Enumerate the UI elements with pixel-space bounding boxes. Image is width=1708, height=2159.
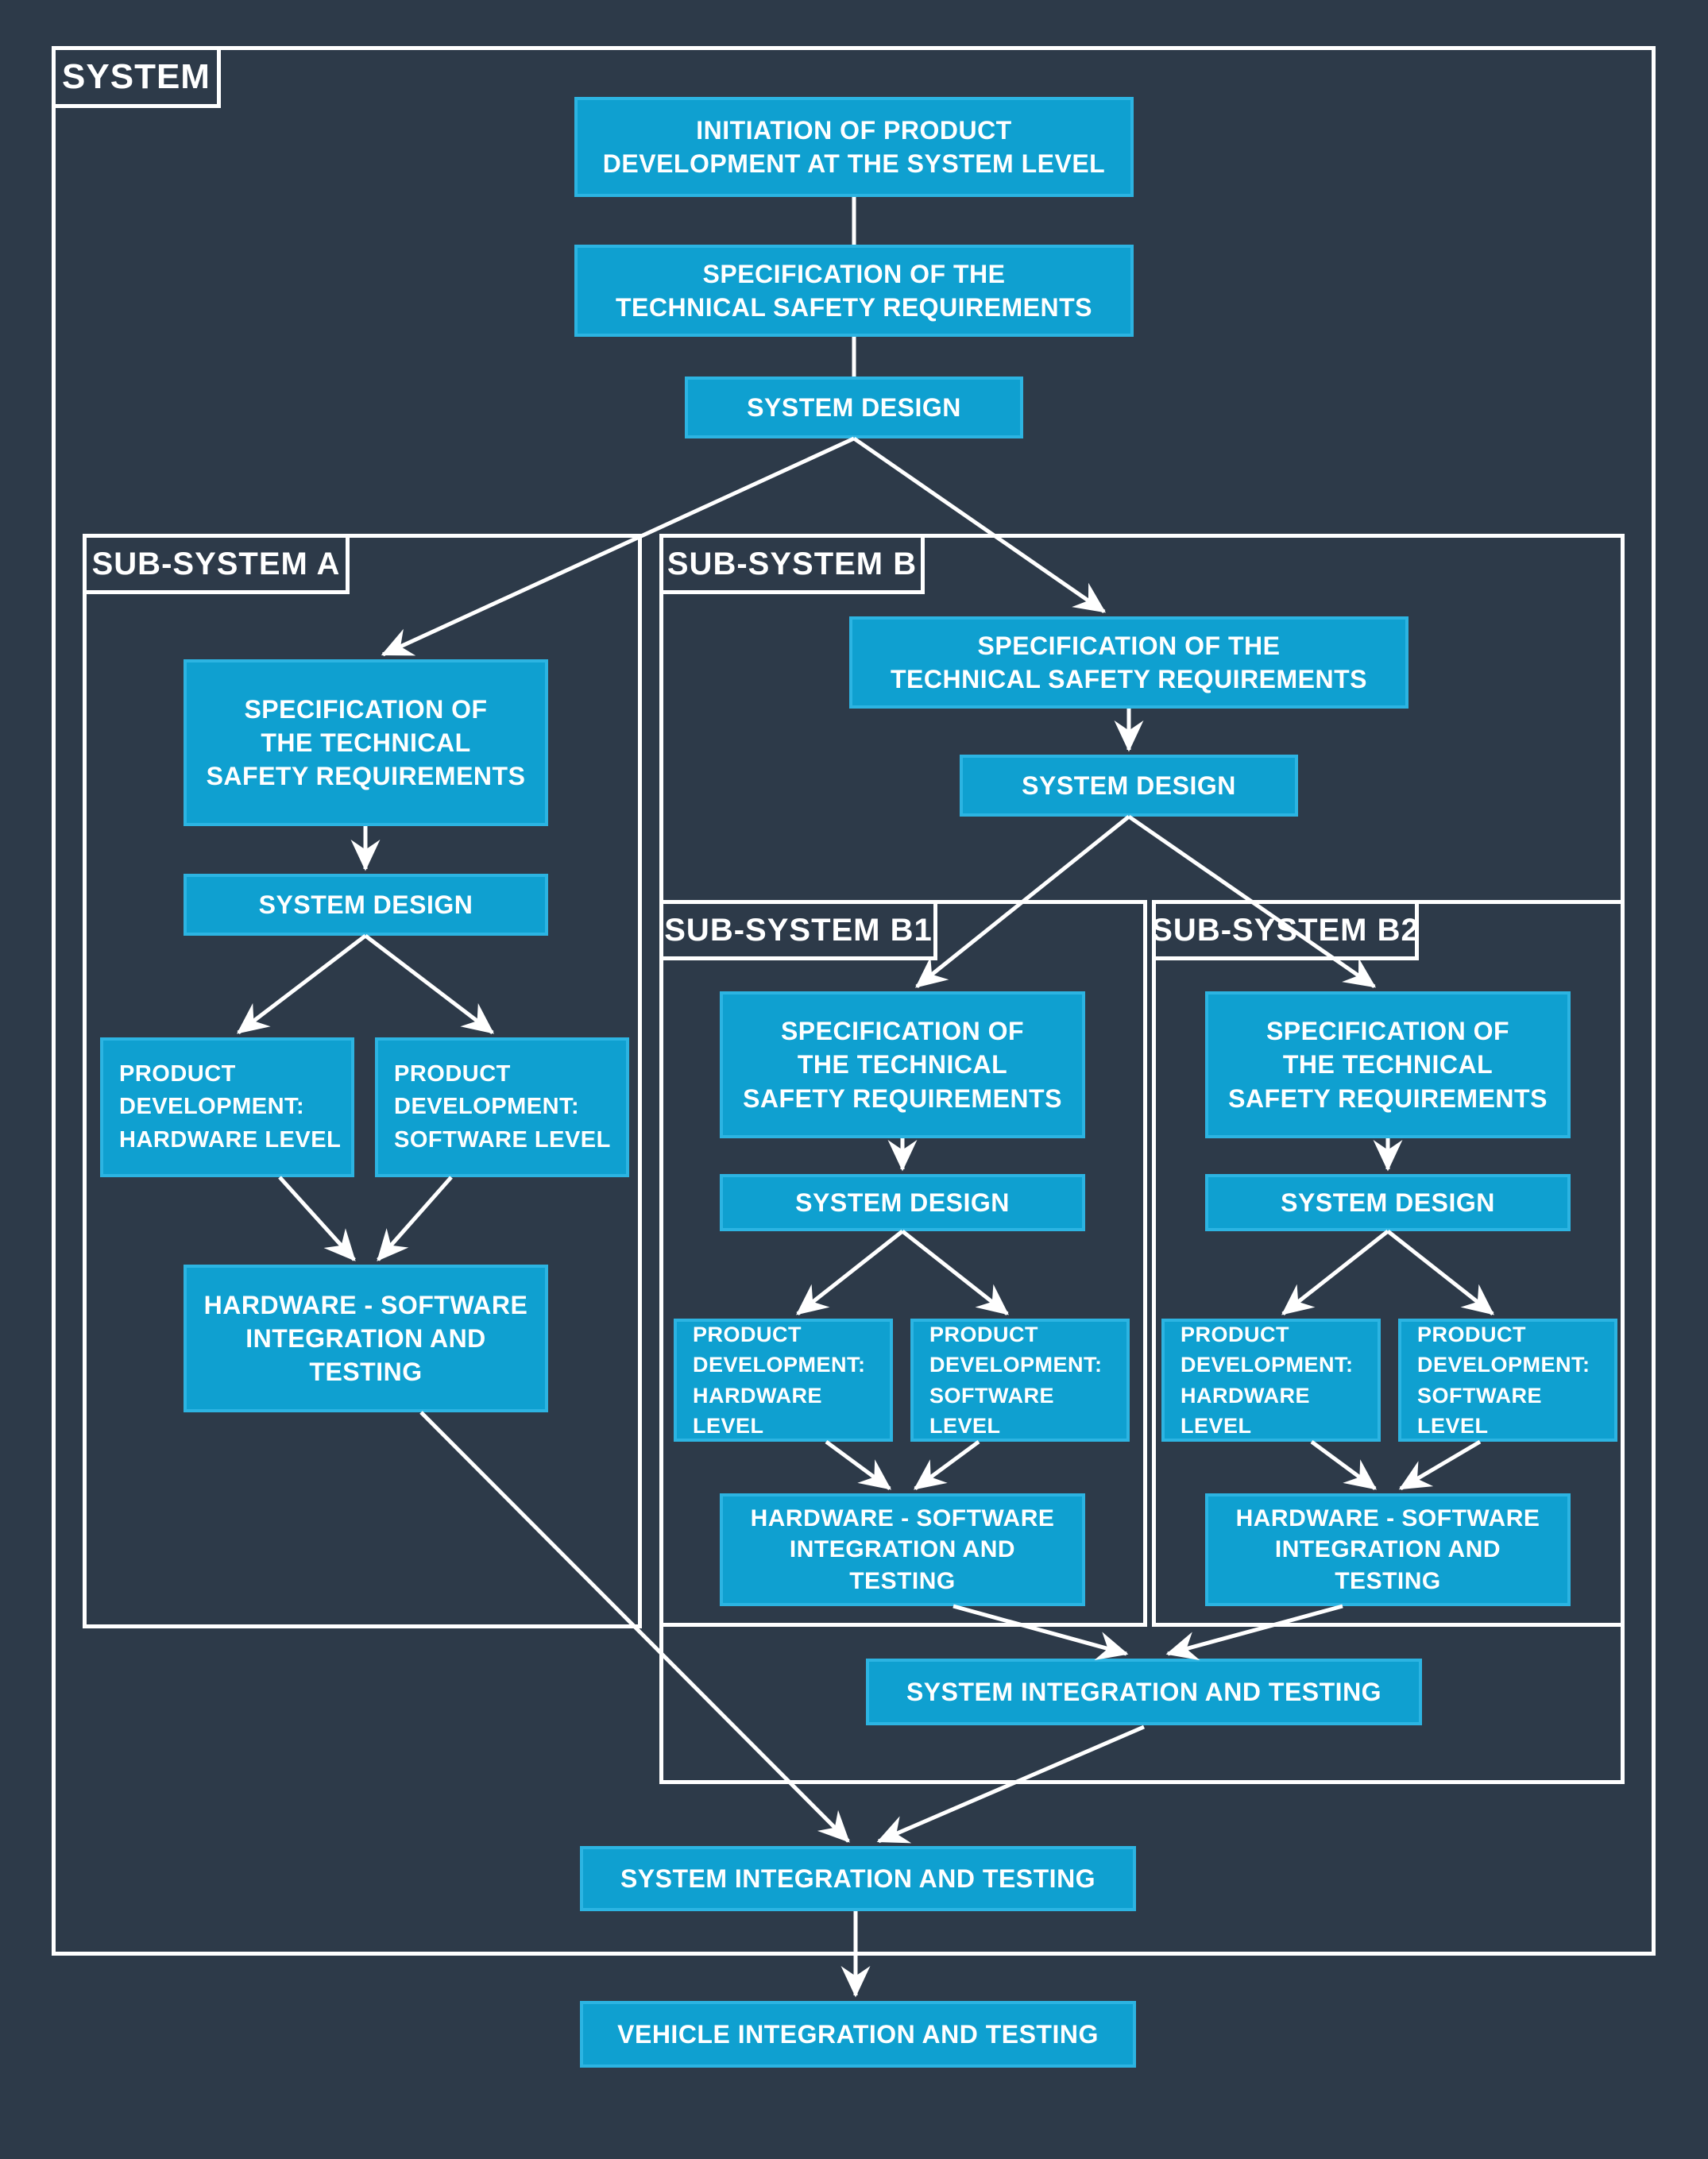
node-b2-pd-hardware: PRODUCT DEVELOPMENT: HARDWARE LEVEL — [1161, 1319, 1381, 1442]
node-b2-system-design: SYSTEM DESIGN — [1205, 1174, 1571, 1231]
node-a-pd-software: PRODUCT DEVELOPMENT: SOFTWARE LEVEL — [375, 1037, 629, 1177]
sub-system-b2-label: SUB-SYSTEM B2 — [1151, 900, 1419, 960]
sub-system-b-label: SUB-SYSTEM B — [659, 534, 925, 594]
system-container-label: SYSTEM — [52, 46, 221, 108]
node-b1-pd-software: PRODUCT DEVELOPMENT: SOFTWARE LEVEL — [910, 1319, 1130, 1442]
node-b1-pd-hardware: PRODUCT DEVELOPMENT: HARDWARE LEVEL — [674, 1319, 893, 1442]
node-b-system-design: SYSTEM DESIGN — [960, 755, 1298, 817]
sub-system-a-label: SUB-SYSTEM A — [83, 534, 350, 594]
node-vehicle-integration: VEHICLE INTEGRATION AND TESTING — [580, 2001, 1136, 2068]
node-system-integration: SYSTEM INTEGRATION AND TESTING — [580, 1846, 1136, 1911]
node-b-spec: SPECIFICATION OF THE TECHNICAL SAFETY RE… — [849, 616, 1409, 709]
node-a-pd-hardware: PRODUCT DEVELOPMENT: HARDWARE LEVEL — [100, 1037, 354, 1177]
sub-system-b1-label: SUB-SYSTEM B1 — [659, 900, 937, 960]
node-b1-spec: SPECIFICATION OF THE TECHNICAL SAFETY RE… — [720, 991, 1085, 1138]
node-b-system-integration: SYSTEM INTEGRATION AND TESTING — [866, 1659, 1422, 1725]
node-b1-hw-sw-integration: HARDWARE - SOFTWARE INTEGRATION AND TEST… — [720, 1493, 1085, 1606]
node-a-system-design: SYSTEM DESIGN — [184, 874, 548, 936]
node-b2-pd-software: PRODUCT DEVELOPMENT: SOFTWARE LEVEL — [1398, 1319, 1617, 1442]
sub-system-a-container — [83, 534, 642, 1628]
node-b2-spec: SPECIFICATION OF THE TECHNICAL SAFETY RE… — [1205, 991, 1571, 1138]
node-b2-hw-sw-integration: HARDWARE - SOFTWARE INTEGRATION AND TEST… — [1205, 1493, 1571, 1606]
node-a-hw-sw-integration: HARDWARE - SOFTWARE INTEGRATION AND TEST… — [184, 1265, 548, 1412]
node-system-design: SYSTEM DESIGN — [685, 377, 1023, 438]
node-a-spec: SPECIFICATION OF THE TECHNICAL SAFETY RE… — [184, 659, 548, 826]
node-spec-system: SPECIFICATION OF THE TECHNICAL SAFETY RE… — [574, 245, 1134, 337]
node-b1-system-design: SYSTEM DESIGN — [720, 1174, 1085, 1231]
node-initiation: INITIATION OF PRODUCT DEVELOPMENT AT THE… — [574, 97, 1134, 197]
